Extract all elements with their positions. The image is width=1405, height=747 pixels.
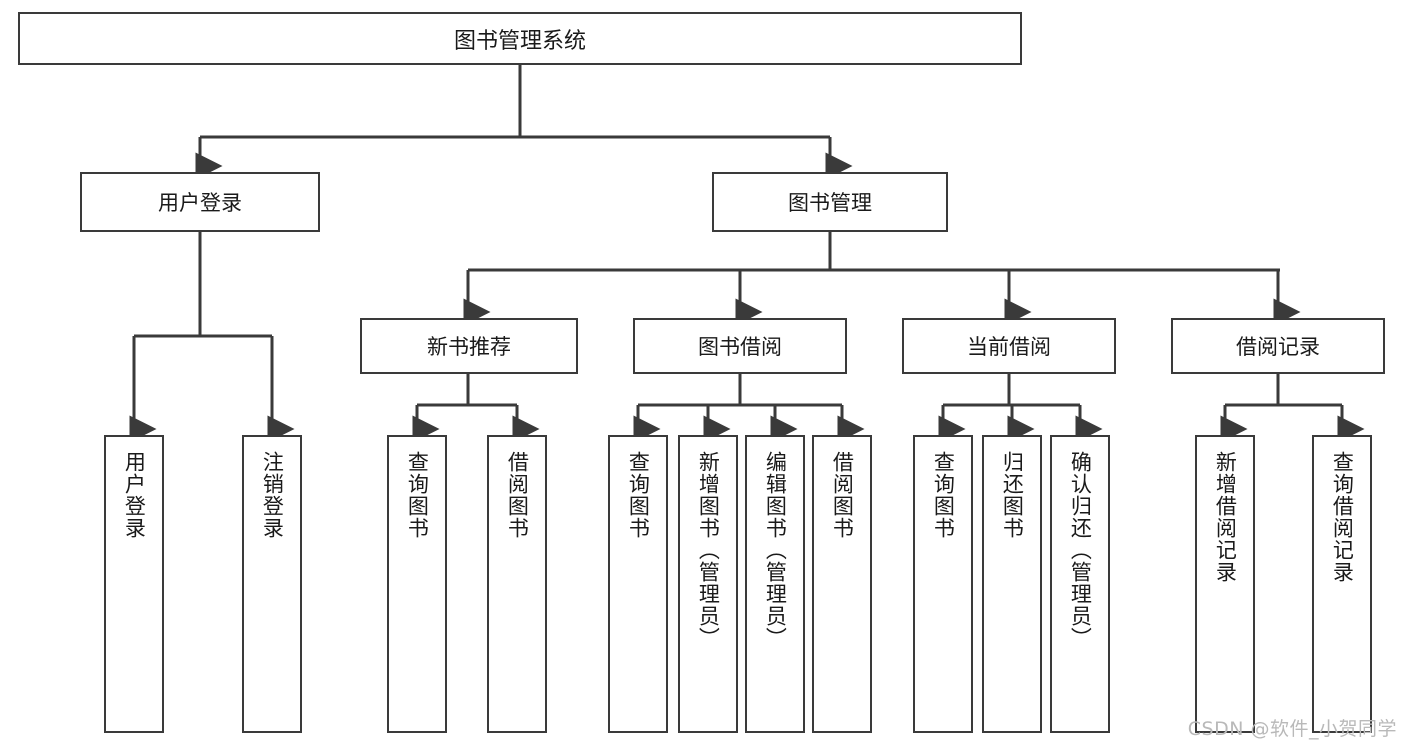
- node-label: 用户登录: [158, 191, 242, 215]
- node-label: 查询图书: [405, 451, 430, 539]
- node-label: 编辑图书（管理员）: [763, 451, 788, 649]
- leaf-query-book-borrow[interactable]: 查询图书: [608, 435, 668, 733]
- node-root-label: 图书管理系统: [453, 28, 586, 54]
- node-label: 确认归还（管理员）: [1068, 451, 1093, 649]
- node-label: 新增图书（管理员）: [696, 451, 721, 649]
- node-label: 注销登录: [260, 451, 285, 539]
- node-new-book-recommend[interactable]: 新书推荐: [360, 318, 578, 374]
- node-borrow-record[interactable]: 借阅记录: [1171, 318, 1385, 374]
- node-label: 新书推荐: [427, 335, 511, 359]
- leaf-edit-book-admin[interactable]: 编辑图书（管理员）: [745, 435, 805, 733]
- leaf-add-book-admin[interactable]: 新增图书（管理员）: [678, 435, 738, 733]
- node-label: 借阅图书: [505, 451, 530, 539]
- leaf-user-login[interactable]: 用户登录: [104, 435, 164, 733]
- leaf-query-book-recommend[interactable]: 查询图书: [387, 435, 447, 733]
- leaf-user-logout[interactable]: 注销登录: [242, 435, 302, 733]
- leaf-query-borrow-record[interactable]: 查询借阅记录: [1312, 435, 1372, 733]
- node-label: 借阅图书: [830, 451, 855, 539]
- node-label: 查询图书: [626, 451, 651, 539]
- node-label: 查询图书: [931, 451, 956, 539]
- node-label: 新增借阅记录: [1213, 451, 1238, 583]
- watermark: CSDN @软件_小贺同学: [1187, 718, 1397, 740]
- node-book-management[interactable]: 图书管理: [712, 172, 948, 232]
- node-current-borrow[interactable]: 当前借阅: [902, 318, 1116, 374]
- leaf-borrow-book[interactable]: 借阅图书: [812, 435, 872, 733]
- node-book-borrow[interactable]: 图书借阅: [633, 318, 847, 374]
- leaf-query-book-current[interactable]: 查询图书: [913, 435, 973, 733]
- leaf-borrow-book-recommend[interactable]: 借阅图书: [487, 435, 547, 733]
- node-label: 用户登录: [122, 451, 147, 539]
- node-label: 借阅记录: [1236, 335, 1320, 359]
- node-label: 归还图书: [1000, 451, 1025, 539]
- node-label: 查询借阅记录: [1330, 451, 1355, 583]
- node-label: 图书管理: [788, 191, 872, 215]
- node-label: 当前借阅: [967, 335, 1051, 359]
- node-user-login[interactable]: 用户登录: [80, 172, 320, 232]
- node-root[interactable]: 图书管理系统: [18, 12, 1022, 65]
- leaf-return-book[interactable]: 归还图书: [982, 435, 1042, 733]
- node-label: 图书借阅: [698, 335, 782, 359]
- leaf-add-borrow-record[interactable]: 新增借阅记录: [1195, 435, 1255, 733]
- leaf-confirm-return-admin[interactable]: 确认归还（管理员）: [1050, 435, 1110, 733]
